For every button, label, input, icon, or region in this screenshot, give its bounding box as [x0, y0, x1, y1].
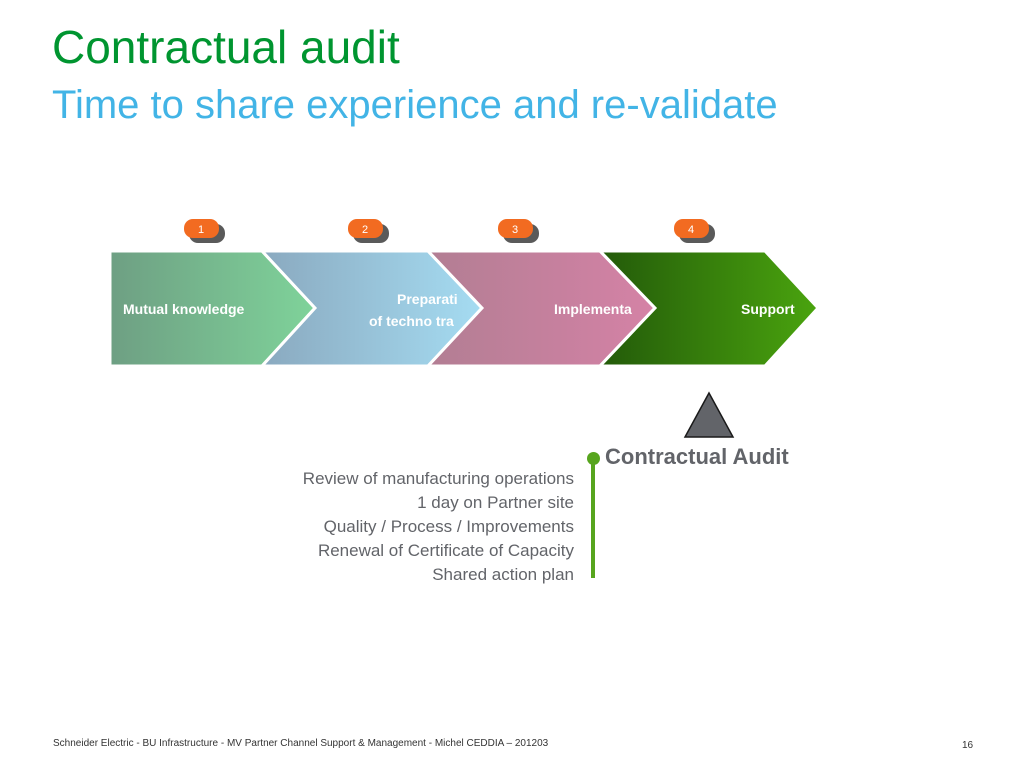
step-1-badge: 1: [184, 219, 225, 243]
page-number: 16: [962, 740, 974, 751]
step-4-number: 4: [688, 224, 694, 236]
step-2-badge: 2: [348, 219, 389, 243]
audit-item: Renewal of Certificate of Capacity: [317, 541, 574, 560]
audit-item: Shared action plan: [432, 565, 574, 584]
marker-triangle-icon: [683, 391, 735, 438]
audit-item: Review of manufacturing operations: [302, 469, 574, 488]
audit-title: Contractual Audit: [605, 444, 789, 469]
footer-text: Schneider Electric - BU Infrastructure -…: [53, 738, 549, 749]
step-4-badge: 4: [674, 219, 715, 243]
audit-item: Quality / Process / Improvements: [323, 517, 574, 536]
step-3-badge: 3: [498, 219, 539, 243]
step-4-chevron: [596, 249, 821, 368]
step-2-label-line-2: of techno tra: [369, 313, 454, 329]
audit-vertical-line: [591, 458, 595, 578]
slide-title: Contractual audit: [52, 21, 400, 73]
slide-subtitle: Time to share experience and re-validate: [52, 83, 778, 127]
step-4-label: Support: [741, 301, 795, 317]
step-2-label-line-1: Preparati: [397, 291, 458, 307]
audit-details-list: Review of manufacturing operations 1 day…: [303, 467, 574, 587]
step-3-number: 3: [512, 224, 518, 236]
step-1-label: Mutual knowledge: [123, 301, 245, 317]
audit-item: 1 day on Partner site: [417, 493, 574, 512]
step-1-number: 1: [198, 224, 204, 236]
step-3-label: Implementa: [554, 301, 632, 317]
step-2-number: 2: [362, 224, 368, 236]
